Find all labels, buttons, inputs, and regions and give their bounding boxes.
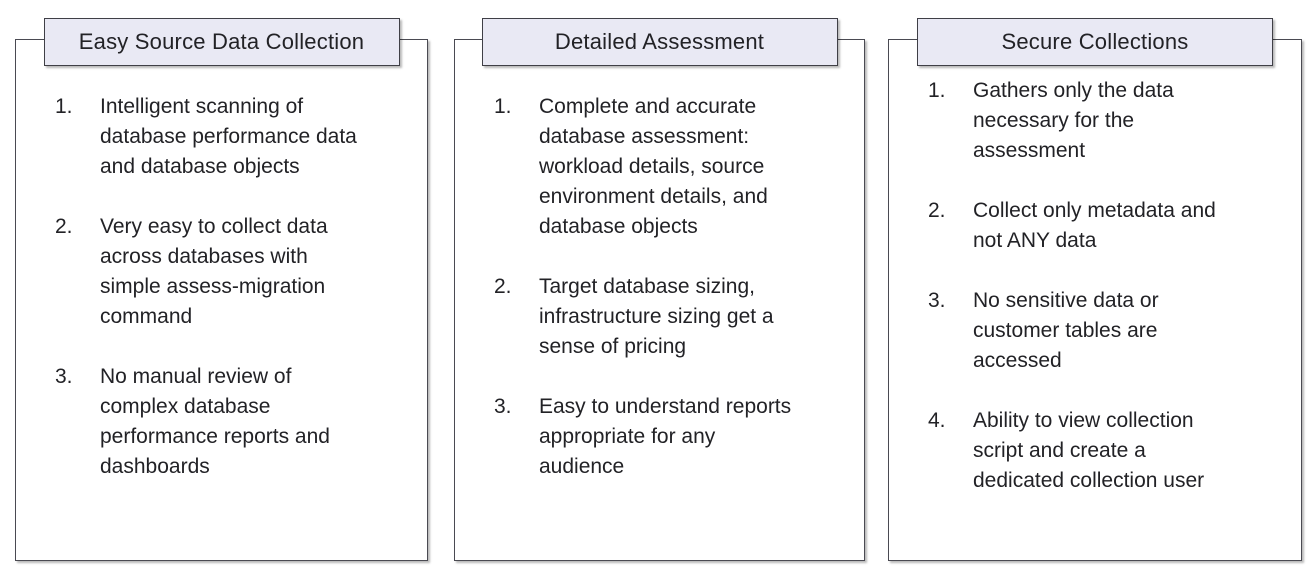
list-item-text: No sensitive data or customer tables are… <box>973 289 1159 372</box>
list-item-text: Collect only metadata and not ANY data <box>973 199 1216 252</box>
list-item-text: Very easy to collect data across databas… <box>100 215 328 328</box>
list-item-text: Ability to view collection script and cr… <box>973 409 1205 492</box>
panel-secure-collections: Secure Collections 1. Gathers only the d… <box>888 18 1302 561</box>
list-item: 2. Target database sizing, infrastructur… <box>494 272 857 362</box>
list-item-text: Easy to understand reports appropriate f… <box>539 395 792 478</box>
feature-list: 1. Gathers only the data necessary for t… <box>888 18 1302 496</box>
list-item-number: 2. <box>494 275 512 298</box>
panel-title-box: Secure Collections <box>917 18 1273 66</box>
list-item-text: No manual review of complex database per… <box>100 365 330 478</box>
list-item-text: Complete and accurate database assessmen… <box>539 95 768 238</box>
panel-title: Easy Source Data Collection <box>78 29 365 54</box>
panel-detailed-assessment: Detailed Assessment 1. Complete and accu… <box>454 18 865 561</box>
feature-list: 1. Intelligent scanning of database perf… <box>15 18 428 482</box>
list-item-number: 3. <box>55 365 73 388</box>
list-item-number: 2. <box>928 199 946 222</box>
feature-list: 1. Complete and accurate database assess… <box>454 18 865 482</box>
panel-title-box: Detailed Assessment <box>481 18 838 66</box>
list-item-number: 1. <box>494 95 512 118</box>
list-item-text: Target database sizing, infrastructure s… <box>539 275 774 358</box>
panel-easy-source-data-collection: Easy Source Data Collection 1. Intellige… <box>15 18 428 561</box>
list-item: 2. Collect only metadata and not ANY dat… <box>928 196 1294 256</box>
list-item: 3. No manual review of complex database … <box>55 362 420 482</box>
panel-body-box <box>888 39 1302 561</box>
list-item-number: 3. <box>928 289 946 312</box>
panel-title: Secure Collections <box>1001 29 1189 54</box>
list-item-number: 3. <box>494 395 512 418</box>
list-item: 3. Easy to understand reports appropriat… <box>494 392 857 482</box>
list-item-text: Gathers only the data necessary for the … <box>973 79 1174 162</box>
list-item: 1. Complete and accurate database assess… <box>494 92 857 242</box>
list-item: 1. Gathers only the data necessary for t… <box>928 76 1294 166</box>
list-item-number: 1. <box>55 95 73 118</box>
panel-title-box: Easy Source Data Collection <box>43 18 400 66</box>
list-item: 2. Very easy to collect data across data… <box>55 212 420 332</box>
list-item-text: Intelligent scanning of database perform… <box>100 95 357 178</box>
list-item: 3. No sensitive data or customer tables … <box>928 286 1294 376</box>
list-item: 1. Intelligent scanning of database perf… <box>55 92 420 182</box>
list-item: 4. Ability to view collection script and… <box>928 406 1294 496</box>
panel-body-box <box>15 39 428 561</box>
panel-title: Detailed Assessment <box>554 29 765 54</box>
list-item-number: 2. <box>55 215 73 238</box>
panel-body-box <box>454 39 865 561</box>
list-item-number: 1. <box>928 79 946 102</box>
list-item-number: 4. <box>928 409 946 432</box>
